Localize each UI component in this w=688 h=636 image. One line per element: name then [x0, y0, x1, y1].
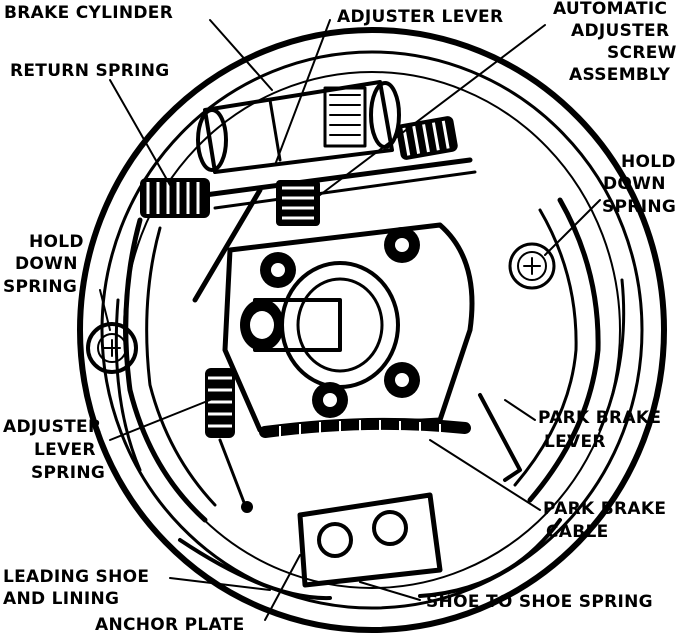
backing-plate [77, 27, 667, 633]
return-spring-right [396, 116, 458, 160]
axle [240, 261, 400, 389]
label-auto-adjuster-line2: ADJUSTER [571, 21, 669, 41]
label-shoe-to-shoe-spring: SHOE TO SHOE SPRING [426, 592, 653, 612]
label-hold-down-left-line3: SPRING [3, 277, 77, 297]
adjuster-screw-assembly [276, 180, 320, 226]
hub-bolt [384, 362, 420, 398]
hub-bolt [384, 227, 420, 263]
label-hold-down-right-line1: HOLD [621, 152, 676, 172]
label-park-brake-lever-line1: PARK BRAKE [538, 408, 661, 428]
brake-shoes [123, 197, 601, 601]
return-spring-left [140, 178, 210, 218]
hold-down-spring-left [86, 322, 138, 374]
leader-lines [99, 19, 601, 621]
label-anchor-plate: ANCHOR PLATE [95, 615, 245, 635]
label-auto-adjuster-line3: SCREW [607, 43, 677, 63]
park-brake-lever [478, 393, 522, 482]
hold-down-spring-right [508, 242, 556, 290]
label-adjuster-lever-spring-line3: SPRING [31, 463, 105, 483]
label-park-brake-cable-line1: PARK BRAKE [543, 499, 666, 519]
adjuster-lever-spring [205, 368, 253, 513]
label-hold-down-right-line3: SPRING [602, 197, 676, 217]
label-leading-shoe-line1: LEADING SHOE [3, 567, 149, 587]
hub-bolt [260, 252, 296, 288]
anchor-plate [297, 492, 443, 588]
brake-cylinder [196, 80, 401, 174]
label-auto-adjuster-line4: ASSEMBLY [569, 65, 671, 85]
hub-bolt [312, 382, 348, 418]
label-return-spring: RETURN SPRING [10, 61, 170, 81]
label-brake-cylinder: BRAKE CYLINDER [4, 3, 173, 23]
label-auto-adjuster-line1: AUTOMATIC [553, 0, 667, 19]
adjuster-lever [192, 157, 477, 303]
label-adjuster-lever: ADJUSTER LEVER [337, 7, 503, 27]
label-park-brake-lever-line2: LEVER [544, 432, 606, 452]
label-hold-down-left-line2: DOWN [15, 254, 78, 274]
shoe-to-shoe-spring [259, 417, 471, 438]
label-leading-shoe-line2: AND LINING [3, 589, 119, 609]
label-park-brake-cable-line2: CABLE [546, 522, 609, 542]
label-hold-down-left-line1: HOLD [29, 232, 84, 252]
label-adjuster-lever-spring-line1: ADJUSTER [3, 417, 101, 437]
label-hold-down-right-line2: DOWN [603, 174, 666, 194]
label-adjuster-lever-spring-line2: LEVER [34, 440, 96, 460]
